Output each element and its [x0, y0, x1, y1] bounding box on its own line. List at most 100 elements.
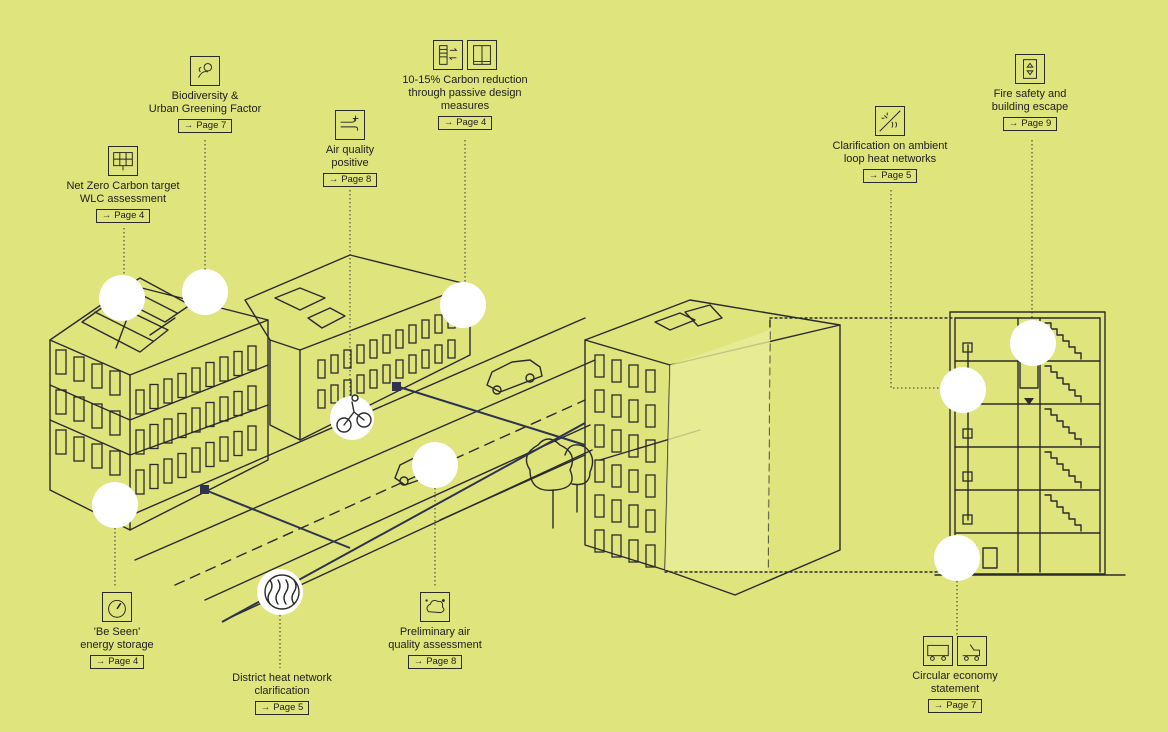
- window: [628, 504, 639, 528]
- window: [628, 539, 639, 563]
- page-link-air-quality[interactable]: →Page 8: [322, 173, 378, 187]
- window: [645, 404, 656, 428]
- window: [369, 369, 378, 389]
- page-link-net-zero[interactable]: →Page 4: [95, 209, 151, 223]
- callout-fire-safety: Fire safety and building escape →Page 9: [970, 54, 1090, 131]
- window: [109, 410, 121, 436]
- callout-label: 'Be Seen' energy storage: [80, 626, 154, 651]
- middle-building: [244, 254, 471, 441]
- window: [91, 403, 103, 429]
- page-link-ambient-loop[interactable]: →Page 5: [862, 169, 918, 183]
- callout-carbon-reduction: 10-15% Carbon reduction through passive …: [395, 40, 535, 130]
- page-link-fire-safety[interactable]: →Page 9: [1002, 117, 1058, 131]
- window: [421, 319, 430, 339]
- window: [447, 339, 456, 359]
- callout-circular-economy: Circular economy statement →Page 7: [895, 636, 1015, 713]
- window: [55, 389, 67, 415]
- window: [233, 350, 243, 377]
- pollution-cloud-icon: [420, 592, 450, 622]
- arrow-right-icon: →: [328, 174, 339, 185]
- callout-ambient-loop: Clarification on ambient loop heat netwo…: [820, 106, 960, 183]
- wind-plus-icon: [335, 110, 365, 140]
- trees: [525, 438, 594, 529]
- window: [149, 423, 159, 450]
- callout-label: Circular economy statement: [912, 670, 998, 695]
- window: [149, 463, 159, 490]
- window: [191, 407, 201, 433]
- window: [219, 436, 229, 462]
- window: [395, 329, 404, 349]
- window: [369, 339, 378, 359]
- stair-flight: [1044, 408, 1082, 446]
- window: [317, 359, 326, 379]
- battery-marker: [92, 482, 138, 528]
- window: [149, 383, 159, 410]
- window: [594, 459, 605, 483]
- window: [135, 469, 145, 495]
- page-link-district-heat[interactable]: →Page 5: [254, 701, 310, 715]
- window: [628, 399, 639, 423]
- window: [73, 436, 85, 462]
- callout-biodiversity: Biodiversity & Urban Greening Factor →Pa…: [135, 56, 275, 133]
- window: [434, 314, 443, 334]
- window: [233, 430, 243, 457]
- callout-label: District heat network clarification: [232, 672, 332, 697]
- page-link-biodiversity[interactable]: →Page 7: [177, 119, 233, 133]
- arrow-right-icon: →: [260, 702, 271, 713]
- heat-waves-icon: [264, 574, 300, 610]
- window: [247, 425, 257, 451]
- leader-lines: [114, 140, 1033, 668]
- highlight-markers: [92, 269, 1056, 615]
- stair-flight: [1044, 365, 1082, 403]
- window: [434, 344, 443, 364]
- bee-flower-icon: [190, 56, 220, 86]
- car-upper: [486, 359, 543, 395]
- window: [191, 367, 201, 393]
- window: [205, 361, 215, 388]
- arrow-right-icon: →: [868, 170, 879, 181]
- heat-exchanger-icon: [875, 106, 905, 136]
- window: [645, 544, 656, 568]
- window: [628, 364, 639, 388]
- bin-lorry-icon: [957, 636, 987, 666]
- page-link-preliminary-air[interactable]: →Page 8: [407, 655, 463, 669]
- car-marker: [412, 442, 458, 488]
- callout-label: Preliminary air quality assessment: [388, 626, 482, 651]
- callout-label: Air quality positive: [325, 144, 375, 169]
- solar-marker: [99, 275, 145, 321]
- callout-label: Biodiversity & Urban Greening Factor: [148, 90, 262, 115]
- window: [91, 443, 103, 469]
- page-link-be-seen[interactable]: →Page 4: [89, 655, 145, 669]
- window: [317, 389, 326, 409]
- window: [594, 494, 605, 518]
- arrow-right-icon: →: [95, 656, 106, 667]
- window: [356, 374, 365, 394]
- page-link-circular-economy[interactable]: →Page 7: [927, 699, 983, 713]
- window: [343, 349, 352, 369]
- window: [594, 529, 605, 553]
- ambient-loop-marker: [940, 367, 986, 413]
- road: [119, 317, 701, 621]
- arrow-right-icon: →: [183, 120, 194, 131]
- callout-label: Net Zero Carbon target WLC assessment: [66, 180, 180, 205]
- window: [55, 429, 67, 455]
- window: [645, 369, 656, 393]
- callout-preliminary-air: Preliminary air quality assessment →Page…: [375, 592, 495, 669]
- skip-truck-icon: [923, 636, 953, 666]
- open-window-icon: [467, 40, 497, 70]
- window: [177, 372, 187, 399]
- window: [382, 334, 391, 354]
- window: [356, 344, 365, 364]
- window: [395, 359, 404, 379]
- window: [645, 439, 656, 463]
- district-heat-pipes: [200, 382, 586, 623]
- window: [73, 396, 85, 422]
- window: [73, 356, 85, 382]
- lift-marker: [1010, 320, 1056, 366]
- page-link-carbon-reduction[interactable]: →Page 4: [437, 116, 493, 130]
- window: [408, 354, 417, 374]
- window: [611, 359, 622, 383]
- left-office-building: [49, 284, 269, 531]
- bins-marker: [934, 535, 980, 581]
- window: [628, 434, 639, 458]
